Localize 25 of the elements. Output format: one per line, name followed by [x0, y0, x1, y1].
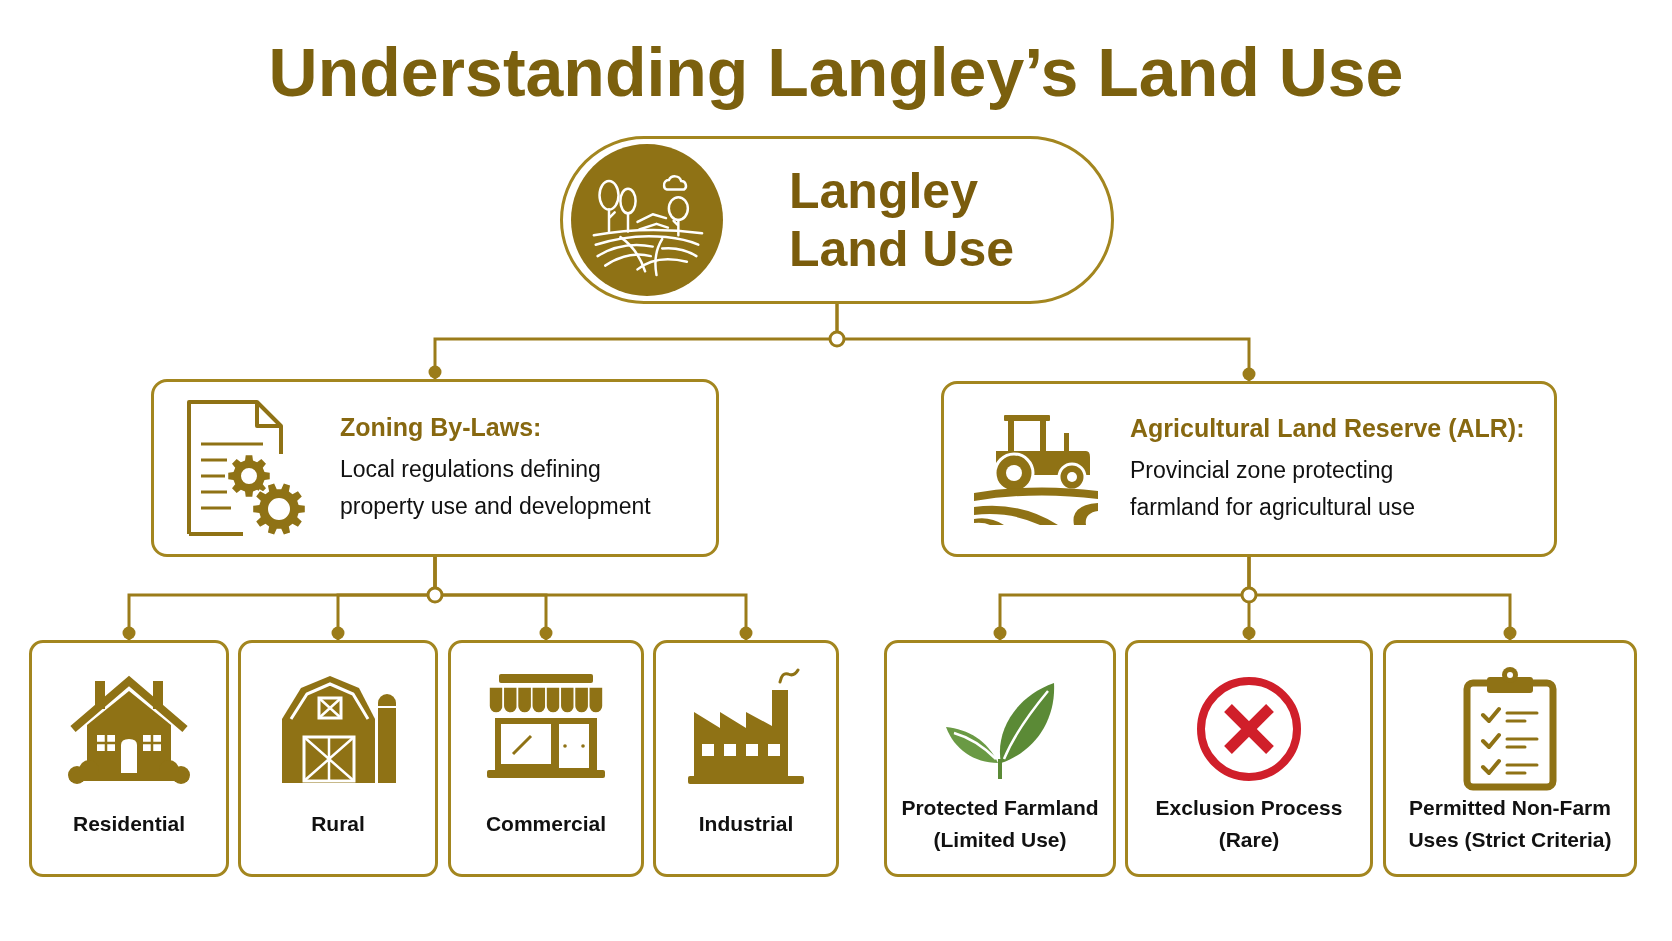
subcategory-card [1125, 640, 1373, 877]
subcategory-card [448, 640, 644, 877]
page-title: Understanding Langley’s Land Use [268, 34, 1404, 110]
subcategory-card [1383, 640, 1637, 877]
subcategory-card [884, 640, 1116, 877]
subcategory-label: Commercial [485, 810, 607, 837]
subcategory-card [238, 640, 438, 877]
subcategory-label: Residential [72, 810, 185, 837]
category-description: Local regulations defining property use and development [340, 455, 652, 521]
subcategory-card [29, 640, 229, 877]
topic-title: Langley Land Use [789, 162, 1016, 278]
connector-line [1247, 557, 1517, 640]
connector-line [433, 557, 753, 640]
category-heading: Agricultural Land Reserve (ALR): [1130, 413, 1525, 444]
category-description: Provincial zone protecting farmland for agricultural use [1130, 456, 1417, 522]
subcategory-label: Exclusion Process (Rare) [1154, 794, 1344, 853]
subcategory-label: Permitted Non-Farm Uses (Strict Criteria) [1407, 794, 1613, 853]
category-heading: Zoning By-Laws: [340, 412, 542, 443]
connector-line [835, 304, 1256, 381]
subcategory-label: Industrial [698, 810, 794, 837]
category-card [941, 381, 1557, 557]
category-card [151, 379, 719, 557]
subcategory-label: Rural [311, 810, 365, 837]
subcategory-card [653, 640, 839, 877]
subcategory-label: Protected Farmland (Limited Use) [900, 794, 1100, 853]
